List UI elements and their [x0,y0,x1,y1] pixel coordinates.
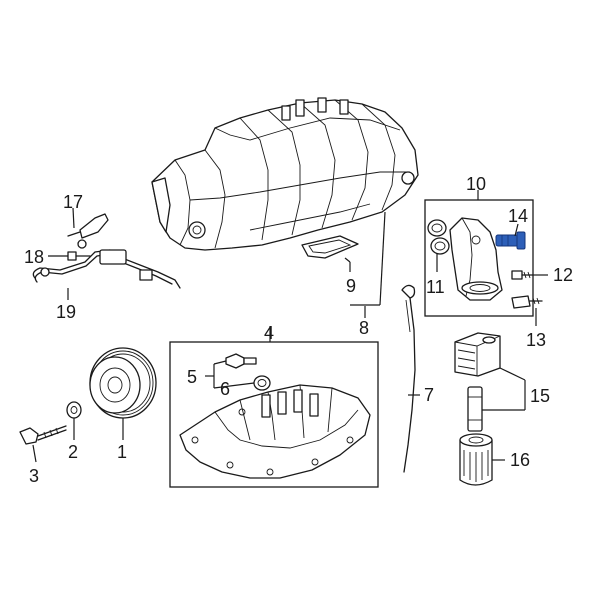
part-15-oil-cooler [454,332,501,377]
callout-4: 4 [264,323,274,343]
callout-19: 19 [56,302,76,322]
part-12-bolt [511,270,533,280]
part-19-wiring-harness [32,239,181,289]
callout-1: 1 [117,442,127,462]
part-17-sensor [67,213,109,239]
part-3-bolt [19,425,67,445]
callout-18: 18 [24,247,44,267]
part-13-bolt [511,295,543,309]
callout-6: 6 [220,379,230,399]
callout-2: 2 [68,442,78,462]
callout-labels: 1 2 3 4 5 6 7 8 9 10 11 12 13 14 15 16 1… [24,174,573,486]
leader-lines [32,190,548,463]
intake-manifold [151,97,419,251]
part-15-stud [467,386,483,432]
part-9-gasket [301,235,359,259]
part-10-oil-filter-adapter [449,217,503,301]
callout-15: 15 [530,386,550,406]
part-14-sensor-highlighted [495,231,526,250]
part-1-crank-pulley [89,347,157,419]
callout-12: 12 [553,265,573,285]
part-16-oil-filter [459,433,493,486]
callout-13: 13 [526,330,546,350]
part-4-box [169,341,379,488]
part-10-box [424,199,534,317]
part-18-bolt [67,251,91,261]
callout-9: 9 [346,276,356,296]
callout-11: 11 [426,277,445,297]
callout-17: 17 [63,192,83,212]
callout-16: 16 [510,450,530,470]
callout-8: 8 [359,318,369,338]
part-5-drain-plug [225,353,257,369]
part-6-washer [253,375,271,391]
callout-7: 7 [424,385,434,405]
part-11-o-rings [427,219,450,255]
callout-10: 10 [466,174,486,194]
part-4-oil-pan [179,384,371,479]
callout-14: 14 [508,206,528,226]
callout-5: 5 [187,367,197,387]
part-2-washer [66,401,82,419]
callout-3: 3 [29,466,39,486]
part-7-dipstick [401,284,416,473]
